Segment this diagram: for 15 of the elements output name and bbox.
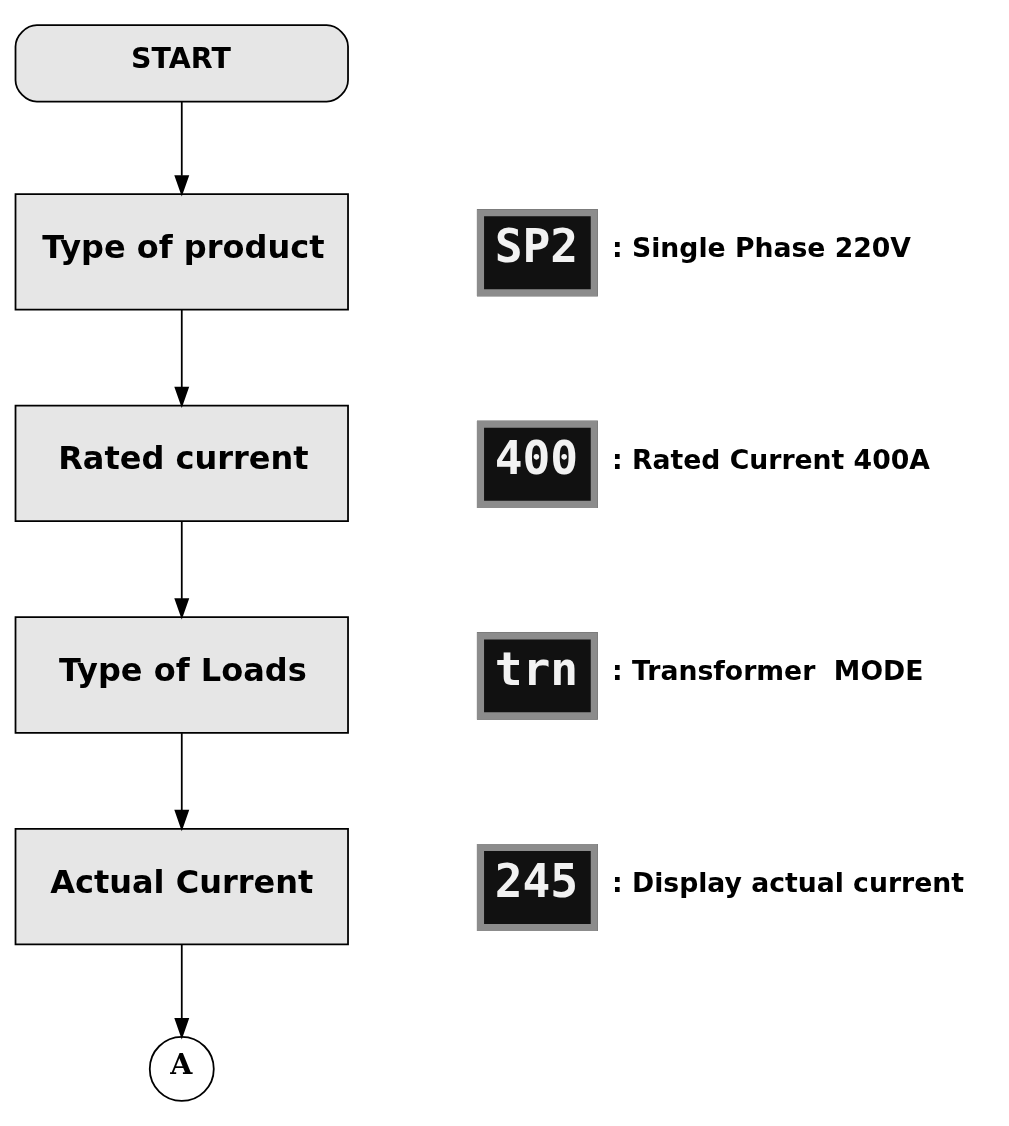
node-box: Type of product bbox=[14, 193, 349, 311]
arrow bbox=[174, 943, 190, 1040]
node-label: : Single Phase 220V bbox=[612, 232, 911, 264]
node-circle: A bbox=[148, 1035, 215, 1102]
node-box: Rated current bbox=[14, 404, 349, 523]
node-label: : Rated Current 400A bbox=[612, 443, 930, 475]
arrow bbox=[174, 100, 190, 197]
arrow bbox=[174, 732, 190, 832]
arrow bbox=[174, 309, 190, 408]
node-box: Type of Loads bbox=[14, 616, 349, 734]
node-label: : Transformer MODE bbox=[612, 655, 924, 687]
arrow bbox=[174, 520, 190, 620]
node-box: START bbox=[14, 24, 349, 103]
node-box: Actual Current bbox=[14, 827, 349, 946]
node-label: : Display actual current bbox=[612, 866, 964, 898]
